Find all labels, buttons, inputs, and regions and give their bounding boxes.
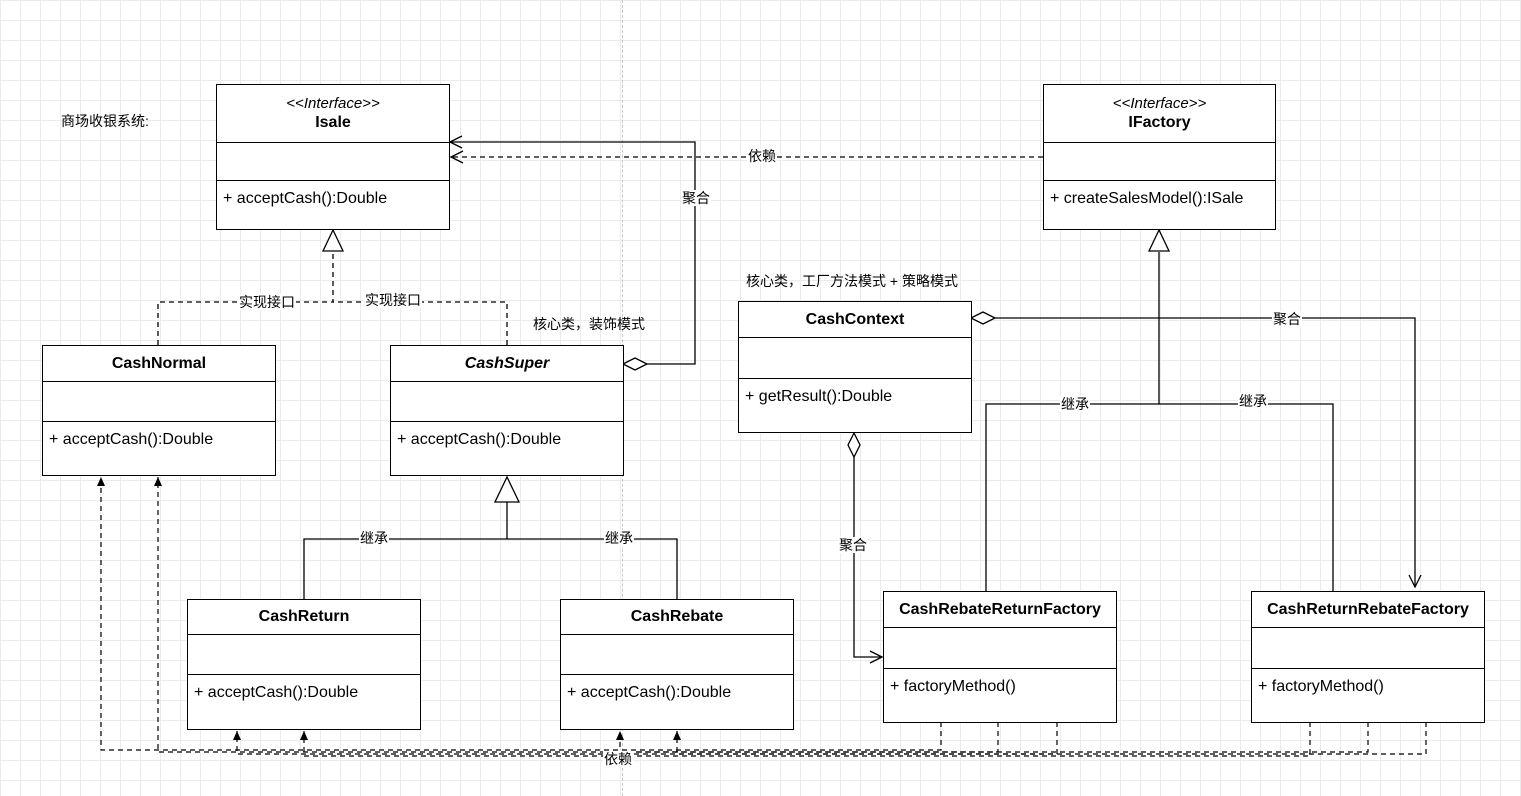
operation: + acceptCash():Double: [397, 431, 562, 448]
operation: + factoryMethod(): [890, 678, 1016, 695]
class-cash-super[interactable]: CashSuper + acceptCash():Double: [390, 345, 624, 476]
label-aggregation-super: 聚合: [681, 190, 711, 206]
attributes-compartment: [217, 143, 449, 181]
attributes-compartment: [1044, 143, 1275, 181]
generalization-triangle-ifactory: [1147, 228, 1171, 252]
label-aggregation-context-down: 聚合: [838, 537, 868, 553]
class-cash-rebate[interactable]: CashRebate + acceptCash():Double: [560, 599, 794, 730]
operation: + acceptCash():Double: [194, 684, 359, 701]
edge-aggregation-super-isale: [450, 142, 696, 371]
attributes-compartment: [884, 628, 1116, 669]
attributes-compartment: [43, 382, 275, 422]
label-inherit-factory-left: 继承: [1060, 396, 1090, 412]
operation: + acceptCash():Double: [567, 684, 732, 701]
label-implement-super: 实现接口: [364, 292, 422, 308]
operation: + getResult():Double: [745, 388, 893, 405]
operation: + createSalesModel():ISale: [1050, 190, 1244, 207]
class-ifactory[interactable]: <<Interface>> IFactory + createSalesMode…: [1043, 84, 1276, 230]
operation: + factoryMethod(): [1258, 678, 1384, 695]
edge-aggregation-context-down: [847, 431, 882, 657]
label-implement-normal: 实现接口: [238, 294, 296, 310]
class-cash-rebate-return-factory[interactable]: CashRebateReturnFactory + factoryMethod(…: [883, 591, 1117, 723]
label-inherit-cash-return: 继承: [359, 530, 389, 546]
label-dependency-ifactory: 依赖: [747, 148, 777, 164]
attributes-compartment: [391, 382, 623, 422]
label-inherit-cash-rebate: 继承: [604, 530, 634, 546]
edge-inherit-cash-rebate: [507, 538, 678, 599]
class-name: CashRebate: [630, 608, 724, 625]
edge-implement-super: [333, 301, 508, 345]
class-cash-normal[interactable]: CashNormal + acceptCash():Double: [42, 345, 276, 476]
class-name: CashRebateReturnFactory: [899, 600, 1101, 618]
class-cash-return-rebate-factory[interactable]: CashReturnRebateFactory + factoryMethod(…: [1251, 591, 1485, 723]
operation: + acceptCash():Double: [49, 431, 214, 448]
class-cash-context[interactable]: CashContext + getResult():Double: [738, 301, 972, 433]
label-aggregation-context-factory: 聚合: [1272, 311, 1302, 327]
attributes-compartment: [188, 635, 420, 675]
generalization-triangle-super: [493, 475, 521, 503]
operation: + acceptCash():Double: [223, 190, 388, 207]
class-name: CashNormal: [111, 354, 207, 372]
class-cash-return[interactable]: CashReturn + acceptCash():Double: [187, 599, 421, 730]
class-name: CashReturnRebateFactory: [1267, 600, 1469, 618]
stereotype: <<Interface>>: [1112, 94, 1207, 112]
class-name: CashContext: [805, 310, 905, 328]
class-name: Isale: [315, 113, 351, 131]
note-core-decorator: 核心类，装饰模式: [533, 316, 645, 332]
class-name: CashSuper: [464, 354, 550, 372]
attributes-compartment: [739, 338, 971, 379]
title-note: 商场收银系统:: [61, 113, 149, 129]
label-inherit-factory-right: 继承: [1238, 393, 1268, 409]
edge-inherit-cash-return: [303, 502, 508, 599]
edge-inherit-factory-right: [1159, 403, 1334, 591]
class-name: IFactory: [1128, 113, 1191, 131]
realization-triangle-isale: [321, 228, 345, 252]
edge-dependency-bottom: [97, 477, 1427, 757]
class-name: CashReturn: [258, 608, 350, 625]
attributes-compartment: [1252, 628, 1484, 669]
label-dependency-bottom: 依赖: [603, 751, 633, 767]
note-core-factory-strategy: 核心类，工厂方法模式 + 策略模式: [746, 273, 958, 289]
edge-aggregation-context-right: [969, 311, 1415, 587]
edge-inherit-factory-left: [985, 252, 1160, 591]
attributes-compartment: [561, 635, 793, 675]
class-isale[interactable]: <<Interface>> Isale + acceptCash():Doubl…: [216, 84, 450, 230]
stereotype: <<Interface>>: [286, 94, 380, 112]
